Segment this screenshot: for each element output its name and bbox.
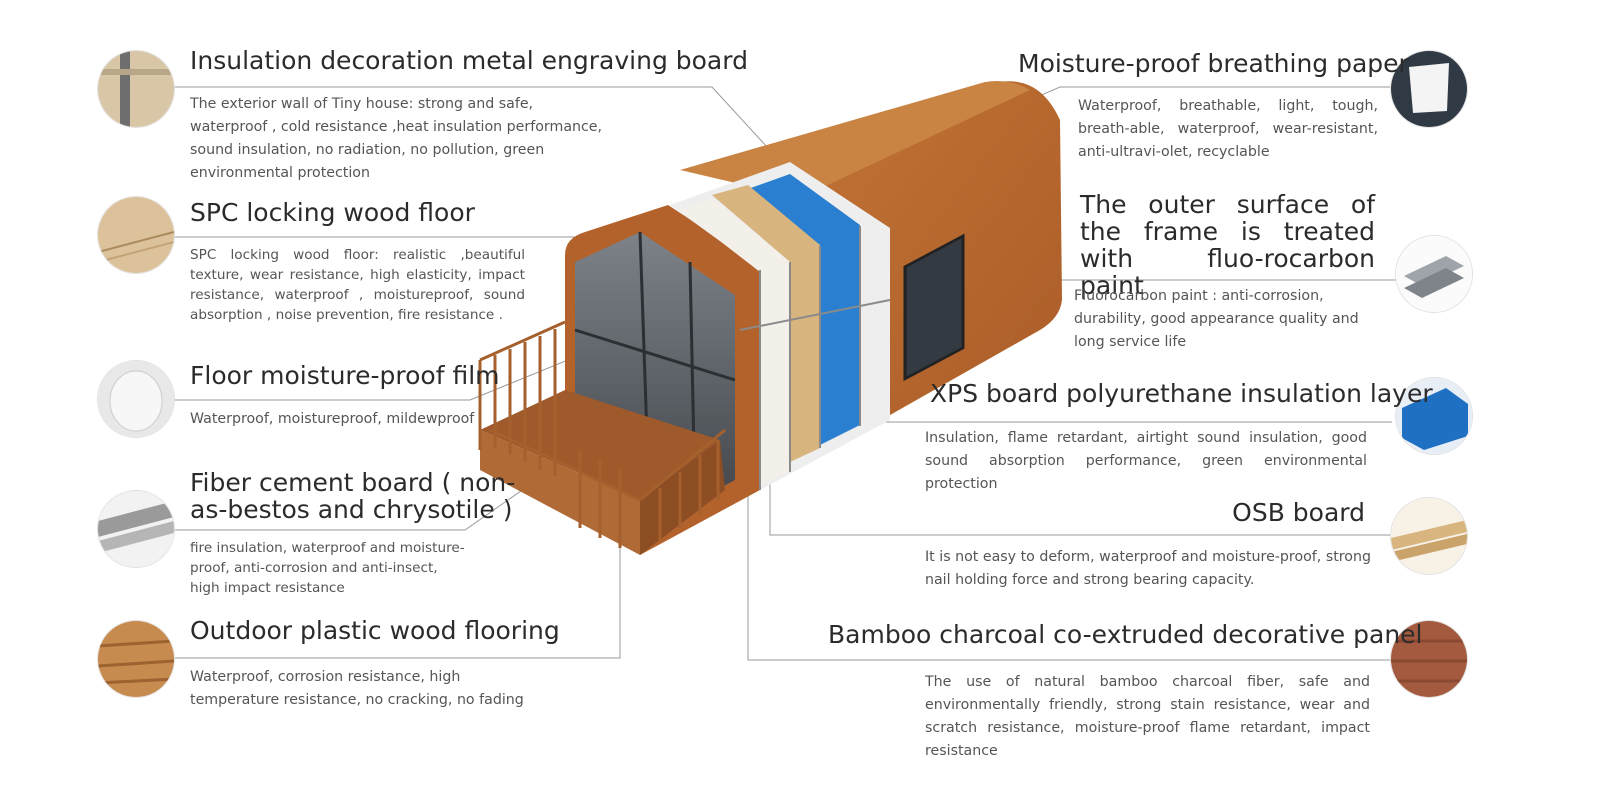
metal-board-title: Insulation decoration metal engraving bo… [190,46,748,75]
fiber-cement-thumbnail [97,490,175,568]
spc-floor-desc: SPC locking wood floor: realistic ,beaut… [190,247,525,323]
section-osb [712,185,820,462]
spc-floor-title: SPC locking wood floor [190,198,475,227]
osb-board-thumbnail [1390,497,1468,575]
spc-floor-thumbnail [97,196,175,274]
plastic-flooring-thumbnail [97,620,175,698]
breathing-paper-desc: Waterproof, breathable, light, tough, br… [1078,98,1378,160]
aluminum-profile-thumbnail [1395,235,1473,313]
side-window [903,233,965,382]
moisture-film-desc: Waterproof, moistureproof, mildewproof [190,411,475,427]
moisture-film-thumbnail [97,360,175,438]
fluorocarbon-desc: Fluorocarbon paint : anti-corrosion, dur… [1074,288,1359,350]
plastic-flooring-desc: Waterproof, corrosion resistance, high t… [190,669,524,708]
xps-title: XPS board polyurethane insulation layer [930,379,1433,408]
plastic-flooring-title: Outdoor plastic wood flooring [190,616,560,645]
leader-moisture-film [172,341,613,401]
metal-board-desc: The exterior wall of Tiny house: strong … [190,96,603,181]
section-xps [745,174,860,445]
osb-desc: It is not easy to deform, waterproof and… [925,549,1371,588]
metal-board-thumbnail [97,50,175,128]
fiber-cement-title: Fiber cement board ( non-as-bestos and c… [190,468,516,524]
xps-board-thumbnail [1395,377,1473,455]
moisture-film-title: Floor moisture-proof film [190,361,500,390]
xps-desc: Insulation, flame retardant, airtight so… [925,430,1367,492]
breathing-paper-thumbnail [1390,50,1468,128]
osb-title: OSB board [1232,498,1365,527]
breathing-paper-title: Moisture-proof breathing paper [1018,49,1409,78]
bamboo-panel-thumbnail [1390,620,1468,698]
bamboo-desc: The use of natural bamboo charcoal fiber… [925,674,1370,759]
fiber-cement-desc: fire insulation, waterproof and moisture… [190,540,465,596]
leader-bamboo [747,450,1392,661]
fluorocarbon-title: The outer surface of the frame is treate… [1080,190,1375,300]
bamboo-title: Bamboo charcoal co-extruded decorative p… [828,620,1423,649]
leader-metal-board [172,86,791,173]
